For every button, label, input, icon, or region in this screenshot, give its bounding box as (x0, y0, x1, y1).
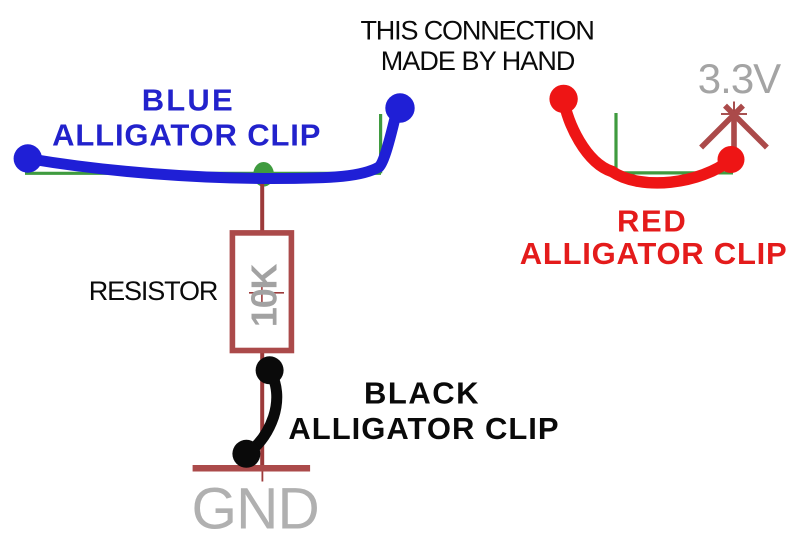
svg-text:RED: RED (617, 204, 687, 239)
svg-text:ALLIGATOR CLIP: ALLIGATOR CLIP (52, 117, 321, 152)
svg-text:MADE BY HAND: MADE BY HAND (381, 46, 575, 76)
svg-text:BLUE: BLUE (142, 83, 235, 118)
svg-text:BLACK: BLACK (364, 376, 480, 411)
svg-text:3.3V: 3.3V (698, 55, 781, 102)
svg-text:THIS CONNECTION: THIS CONNECTION (360, 16, 593, 46)
svg-text:ALLIGATOR CLIP: ALLIGATOR CLIP (520, 236, 788, 271)
svg-text:GND: GND (192, 476, 319, 540)
svg-text:ALLIGATOR CLIP: ALLIGATOR CLIP (288, 411, 559, 446)
svg-text:10K: 10K (244, 263, 285, 327)
svg-text:RESISTOR: RESISTOR (89, 276, 218, 306)
